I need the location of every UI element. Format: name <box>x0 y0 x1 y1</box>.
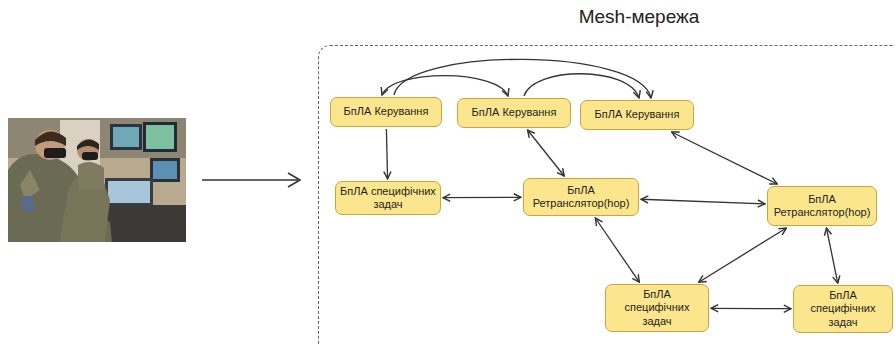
link-arrow <box>524 74 639 98</box>
link-arrow <box>672 132 778 184</box>
link-arrow <box>394 59 651 98</box>
photo-illustration <box>8 118 186 242</box>
uav-box: БпЛА Керування <box>457 98 571 128</box>
link-arrow <box>595 218 639 282</box>
box-label: БпЛА специфічних задач <box>798 289 888 329</box>
link-arrow <box>382 76 508 96</box>
region-title: Mesh-мережа <box>319 6 895 28</box>
uav-box: БпЛА специфічних задач <box>793 285 893 333</box>
link-arrow <box>386 129 387 179</box>
link-arrow <box>528 130 565 176</box>
box-label: БпЛА специфічних задач <box>340 185 436 211</box>
box-label: БпЛА Керування <box>344 105 429 118</box>
uav-box: БпЛА Керування <box>330 97 442 127</box>
box-label: БпЛА специфічних задач <box>610 288 704 328</box>
link-arrow <box>699 228 787 282</box>
flow-arrow <box>202 173 300 187</box>
link-arrow <box>641 199 765 204</box>
uav-box: БпЛА специфічних задач <box>605 284 709 332</box>
box-label: БпЛА Керування <box>595 108 680 121</box>
link-arrow <box>711 308 791 310</box>
mesh-region: Mesh-мережаБпЛА КеруванняБпЛА КеруванняБ… <box>318 45 895 345</box>
box-label: БпЛА Ретранслятор(hop) <box>772 193 872 219</box>
link-arrow <box>826 228 837 283</box>
uav-box: БпЛА Ретранслятор(hop) <box>767 186 877 226</box>
link-arrow <box>443 197 521 199</box>
box-label: БпЛА Керування <box>472 106 557 119</box>
uav-box: БпЛА Керування <box>580 100 694 130</box>
uav-box: БпЛА Ретранслятор(hop) <box>523 178 639 216</box>
uav-box: БпЛА специфічних задач <box>335 181 441 215</box>
box-label: БпЛА Ретранслятор(hop) <box>528 184 634 210</box>
